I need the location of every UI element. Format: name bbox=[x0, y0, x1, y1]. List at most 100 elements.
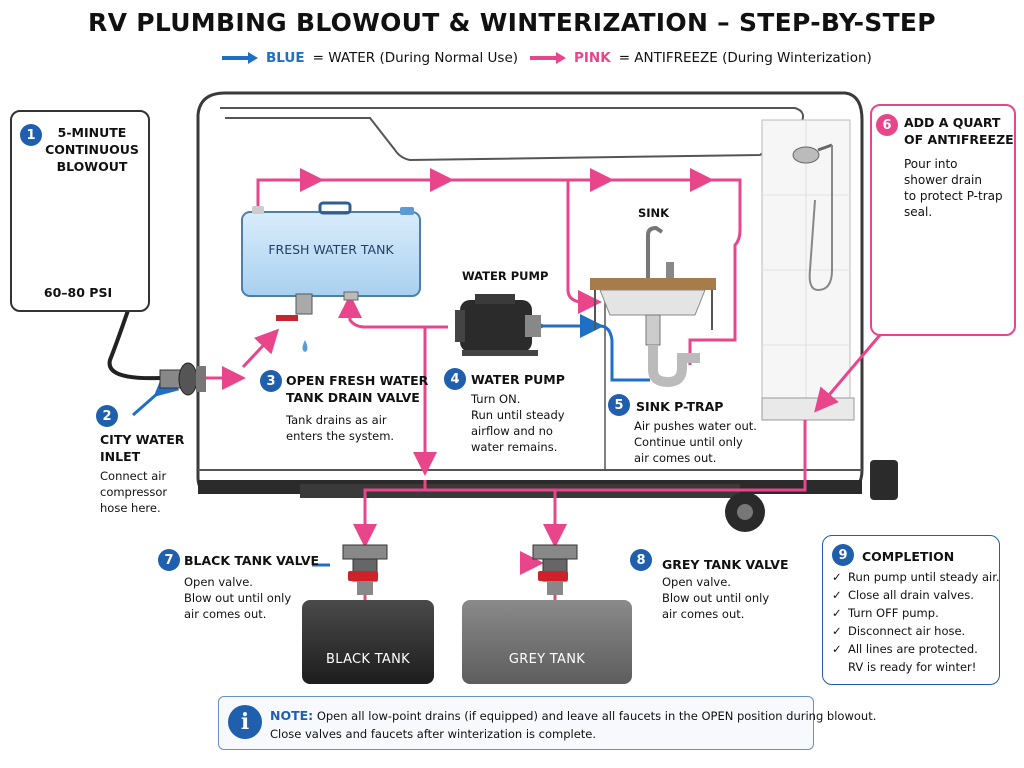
checklist-item: ✓ All lines are protected. bbox=[832, 640, 1000, 658]
legend-pink-key: PINK bbox=[574, 50, 611, 66]
checklist-item-text: All lines are protected. bbox=[848, 642, 978, 656]
note-box bbox=[218, 696, 814, 750]
grey-tank-valve-icon bbox=[532, 544, 578, 595]
step-4-text: Turn ON. Run until steady airflow and no… bbox=[471, 391, 565, 455]
checklist-item-text: Run pump until steady air. bbox=[848, 570, 1000, 584]
step-7-text-line: air comes out. bbox=[184, 607, 267, 621]
step-2-title: CITY WATER INLET bbox=[100, 431, 184, 465]
step-6-title-line: OF ANTIFREEZE bbox=[904, 132, 1014, 147]
step-1-title-line: BLOWOUT bbox=[56, 159, 128, 174]
grey-tank bbox=[462, 600, 632, 684]
note-text-2: Close valves and faucets after winteriza… bbox=[270, 727, 597, 741]
grey-tank-label: GREY TANK bbox=[508, 652, 586, 667]
water-pump-label: WATER PUMP bbox=[462, 269, 549, 283]
step-8-text-line: air comes out. bbox=[662, 607, 745, 621]
step-5-text-line: Air pushes water out. bbox=[634, 419, 757, 433]
step-5-text-line: Continue until only bbox=[634, 435, 743, 449]
step-4-title: WATER PUMP bbox=[471, 372, 565, 387]
step-2-text-line: Connect air bbox=[100, 469, 167, 483]
checklist-item: ✓Run pump until steady air. bbox=[832, 568, 1000, 586]
step-4-badge: 4 bbox=[444, 368, 466, 390]
step-2-badge: 2 bbox=[96, 405, 118, 427]
note-label: NOTE: bbox=[270, 708, 314, 723]
legend-antifreeze: PINK = ANTIFREEZE (During Winterization) bbox=[530, 50, 872, 66]
page-title: RV PLUMBING BLOWOUT & WINTERIZATION – ST… bbox=[88, 8, 936, 37]
legend-blue-text: = WATER (During Normal Use) bbox=[312, 50, 519, 66]
step-1-title-line: 5-MINUTE bbox=[57, 125, 127, 140]
legend-blue-key: BLUE bbox=[266, 50, 305, 66]
step-3-text-line: Tank drains as air bbox=[286, 413, 387, 427]
note-text-1: Open all low-point drains (if equipped) … bbox=[316, 709, 877, 723]
step-6-text-line: to protect P-trap bbox=[904, 189, 1003, 203]
check-icon: ✓ bbox=[832, 606, 842, 620]
step-7-title: BLACK TANK VALVE bbox=[184, 553, 320, 568]
step-3-badge: 3 bbox=[260, 370, 282, 392]
step-1-badge: 1 bbox=[20, 124, 42, 146]
step-2-text: Connect air compressor hose here. bbox=[100, 468, 167, 516]
step-3-text-line: enters the system. bbox=[286, 429, 395, 443]
step-1-title: 5-MINUTE CONTINUOUS BLOWOUT bbox=[44, 124, 140, 175]
black-tank-label: BLACK TANK bbox=[326, 652, 410, 667]
step-7-text: Open valve. Blow out until only air come… bbox=[184, 574, 291, 622]
step-4-text-line: water remains. bbox=[471, 440, 558, 454]
sink-label: SINK bbox=[638, 206, 670, 220]
checklist-item-text: Turn OFF pump. bbox=[848, 606, 939, 620]
fresh-water-tank bbox=[241, 201, 421, 352]
black-tank-valve-icon bbox=[342, 544, 388, 595]
blue-arrow-icon bbox=[222, 52, 258, 64]
step-5-title: SINK P-TRAP bbox=[636, 399, 724, 414]
step-2-text-line: hose here. bbox=[100, 501, 161, 515]
step-8-text-line: Open valve. bbox=[662, 575, 731, 589]
completion-final-text: RV is ready for winter! bbox=[848, 660, 977, 674]
step-3-text: Tank drains as air enters the system. bbox=[286, 412, 394, 444]
city-water-inlet-icon bbox=[159, 362, 206, 396]
step-5-text-line: air comes out. bbox=[634, 451, 717, 465]
pink-arrow-icon bbox=[530, 52, 566, 64]
step-2-title-line: INLET bbox=[100, 449, 141, 464]
step-8-text-line: Blow out until only bbox=[662, 591, 770, 605]
step-6-text: Pour into shower drain to protect P-trap… bbox=[904, 156, 1003, 220]
step-8-text: Open valve. Blow out until only air come… bbox=[662, 574, 769, 622]
step-9-box bbox=[822, 535, 1000, 685]
rv-body bbox=[196, 91, 898, 532]
step-6-text-line: seal. bbox=[904, 205, 933, 219]
fresh-tank-label: FRESH WATER TANK bbox=[268, 242, 394, 257]
water-pump-icon bbox=[455, 294, 541, 356]
step-6-text-line: shower drain bbox=[904, 173, 982, 187]
step-6-text-line: Pour into bbox=[904, 157, 958, 171]
step-2-title-line: CITY WATER bbox=[100, 432, 185, 447]
completion-checklist: ✓Run pump until steady air. ✓Close all d… bbox=[832, 568, 1000, 676]
step-3-title-line: OPEN FRESH WATER bbox=[286, 373, 429, 388]
checklist-item: ✓Disconnect air hose. bbox=[832, 622, 1000, 640]
black-tank bbox=[302, 600, 434, 684]
water-drop-icon bbox=[302, 340, 308, 352]
step-8-title: GREY TANK VALVE bbox=[662, 557, 789, 572]
step-6-title-line: ADD A QUART bbox=[904, 115, 1001, 130]
step-4-text-line: Turn ON. bbox=[471, 392, 521, 406]
note-line-1: NOTE: Open all low-point drains (if equi… bbox=[270, 708, 876, 723]
checklist-item: ✓ Turn OFF pump. bbox=[832, 604, 1000, 622]
step-9-badge: 9 bbox=[832, 544, 854, 566]
step-7-badge: 7 bbox=[158, 549, 180, 571]
check-icon: ✓ bbox=[832, 642, 842, 656]
hitch-bumper bbox=[870, 460, 898, 500]
step-3-title-line: TANK DRAIN VALVE bbox=[286, 390, 420, 405]
step-8-badge: 8 bbox=[630, 549, 652, 571]
antifreeze-lines bbox=[205, 168, 882, 634]
checklist-item-text: Close all drain valves. bbox=[848, 588, 974, 602]
step-6-box bbox=[870, 104, 1016, 336]
water-lines bbox=[132, 314, 650, 567]
sink-icon bbox=[590, 225, 716, 388]
step-1-psi: 60–80 PSI bbox=[43, 285, 113, 300]
step-4-text-line: Run until steady bbox=[471, 408, 565, 422]
check-icon: ✓ bbox=[832, 588, 842, 602]
step-6-title: ADD A QUART OF ANTIFREEZE bbox=[904, 114, 1014, 148]
shower-head-icon bbox=[792, 143, 833, 292]
legend-water: BLUE = WATER (During Normal Use) bbox=[222, 50, 518, 66]
info-icon: i bbox=[228, 705, 262, 739]
step-3-title: OPEN FRESH WATER TANK DRAIN VALVE bbox=[286, 372, 428, 406]
step-1-title-line: CONTINUOUS bbox=[45, 142, 139, 157]
step-7-text-line: Open valve. bbox=[184, 575, 253, 589]
step-5-text: Air pushes water out. Continue until onl… bbox=[634, 418, 757, 466]
